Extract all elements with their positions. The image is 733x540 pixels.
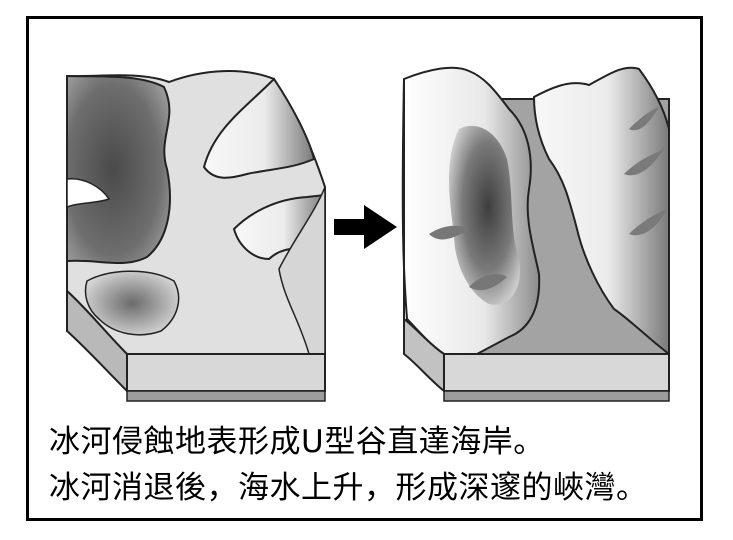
caption-line-1: 冰河侵蝕地表形成U型谷直達海岸。: [49, 424, 545, 460]
left-glacier-block: [66, 70, 326, 402]
fjord-illustration: [66, 66, 670, 402]
caption-line-2: 冰河消退後，海水上升，形成深邃的峽灣。: [49, 470, 648, 506]
right-arrow-icon: [334, 205, 397, 249]
right-fjord-block: [401, 66, 670, 402]
figure-frame: 冰河侵蝕地表形成U型谷直達海岸。 冰河消退後，海水上升，形成深邃的峽灣。: [26, 16, 703, 521]
